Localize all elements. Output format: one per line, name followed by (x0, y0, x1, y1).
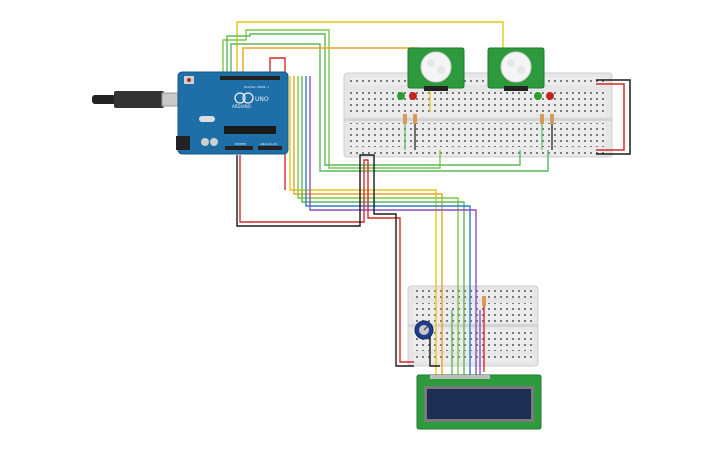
resistor-2 (413, 114, 417, 124)
wire-red-right (596, 83, 625, 151)
lcd-16x2[interactable] (416, 374, 542, 430)
wire-black-lcd (236, 154, 414, 367)
arduino-brand-label: ARDUINO (232, 104, 251, 109)
wire-green-2 (230, 43, 549, 172)
led-green-2 (534, 92, 542, 100)
breadboard-small[interactable] (407, 285, 539, 367)
wire-yellow-lcd (289, 76, 437, 375)
arduino-model-label: UNO (255, 96, 269, 103)
wire-lime-lcd (297, 76, 459, 375)
breadboard-main[interactable] (343, 72, 613, 158)
analog-header (258, 146, 282, 150)
power-header (225, 146, 253, 150)
resistor-5 (482, 296, 486, 306)
wires-top (222, 21, 549, 190)
atmega-chip (224, 126, 276, 134)
resistor-1 (403, 114, 407, 124)
wire-red-lcd (239, 155, 414, 363)
resistor-4 (550, 114, 554, 124)
led-group-left (397, 92, 417, 150)
arduino-logo-icon (234, 92, 246, 104)
arduino-power-label: POWER (235, 142, 246, 146)
arduino-digital-label: DIGITAL (PWM~) (244, 85, 269, 89)
wire-green-1 (226, 33, 521, 166)
lcd-screen (427, 389, 531, 419)
resistor-3 (540, 114, 544, 124)
wire-purple-lcd (309, 76, 477, 375)
led-green-1 (397, 92, 405, 100)
wires-lcd (236, 76, 485, 375)
led-red-2 (546, 92, 554, 100)
wire-black-right (596, 79, 631, 155)
arduino-uno[interactable]: ARDUINO UNO DIGITAL (PWM~) POWER ANALOG … (176, 71, 289, 155)
digital-header (220, 76, 280, 80)
wire-yellow-pir (236, 21, 504, 76)
pir-sensor-right[interactable] (487, 47, 545, 91)
usb-cable (92, 91, 191, 108)
lcd-pin-header (430, 375, 490, 379)
led-red-1 (409, 92, 417, 100)
arduino-analog-label: ANALOG IN (260, 142, 277, 146)
led-group-right (482, 92, 554, 306)
pir-sensor-left[interactable] (407, 47, 465, 112)
wire-black-pot (429, 330, 440, 367)
wire-blue-lcd (305, 76, 471, 375)
wire-green-lcd (301, 76, 465, 375)
wires-right (596, 79, 631, 155)
potentiometer[interactable] (414, 320, 434, 340)
